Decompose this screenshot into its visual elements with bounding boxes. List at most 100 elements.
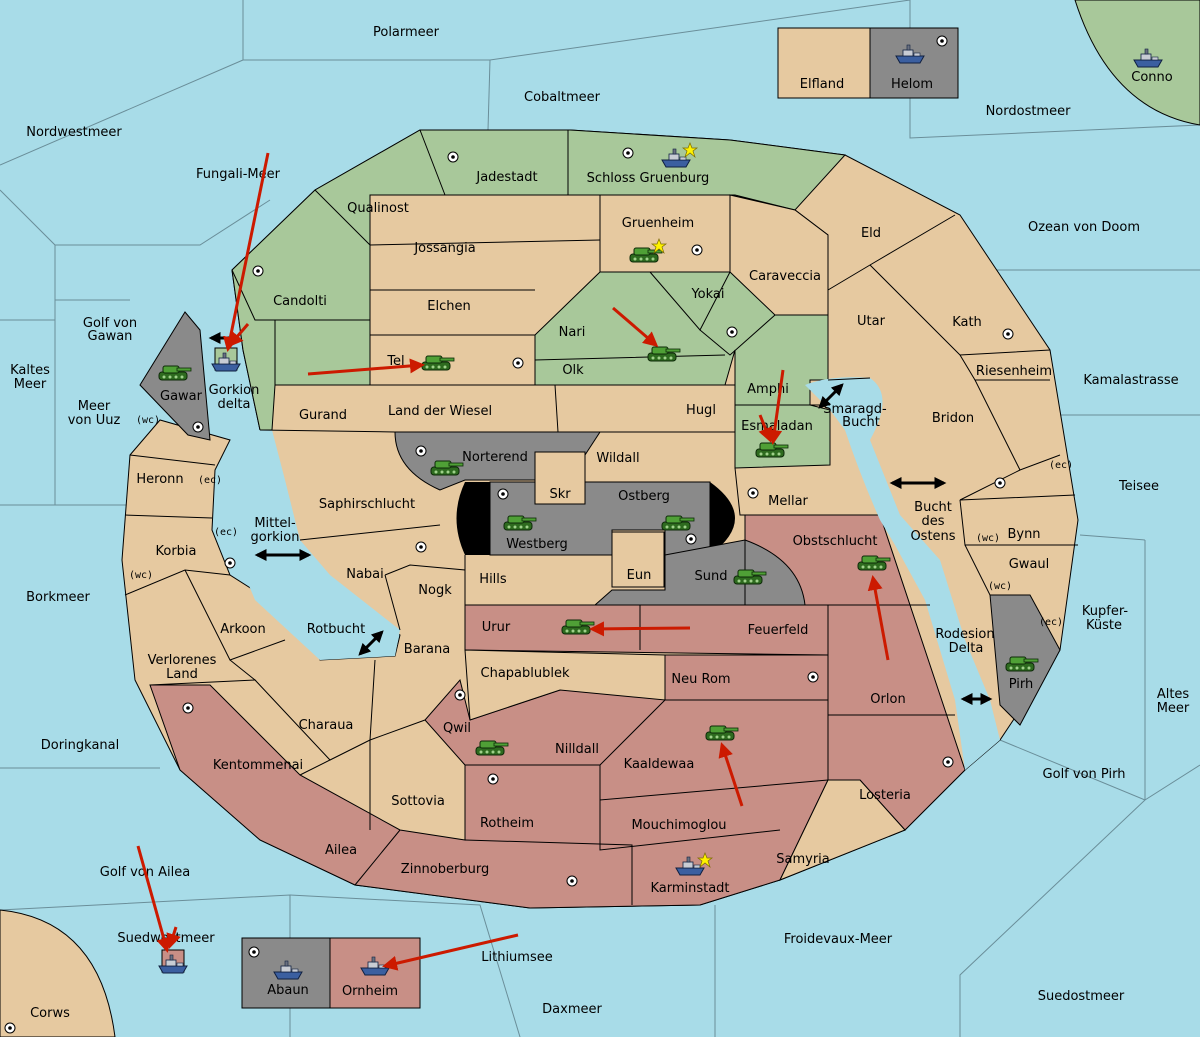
sea-rodesion-1[interactable]: Rodesion — [935, 627, 994, 642]
sea-lithiumsee[interactable]: Lithiumsee — [481, 950, 552, 965]
sea-doringkanal[interactable]: Doringkanal — [41, 738, 120, 753]
sea-altes-1[interactable]: Altes — [1157, 687, 1190, 702]
sea-golf-gawan-1[interactable]: Golf von — [83, 316, 137, 331]
corws-island[interactable] — [0, 909, 116, 1037]
sea-kamalastrasse[interactable]: Kamalastrasse — [1083, 373, 1178, 388]
tank-icon[interactable] — [661, 515, 695, 531]
coast-ec-heronn[interactable]: (ec) — [198, 475, 222, 486]
sea-borkmeer[interactable]: Borkmeer — [26, 590, 90, 605]
sea-teisee[interactable]: Teisee — [1118, 479, 1159, 494]
territory-saphirschlucht[interactable]: Saphirschlucht — [319, 497, 415, 512]
sea-golf-gawan-2[interactable]: Gawan — [88, 329, 133, 344]
sea-smaragd-2[interactable]: Bucht — [842, 415, 880, 430]
tank-icon[interactable] — [705, 725, 739, 741]
territory-eun[interactable]: Eun — [627, 568, 652, 583]
territory-barana[interactable]: Barana — [404, 642, 450, 657]
territory-qwil[interactable]: Qwil — [443, 721, 471, 736]
territory-zinnoberburg[interactable]: Zinnoberburg — [401, 862, 489, 877]
territory-yokai[interactable]: Yokai — [690, 287, 724, 302]
sea-altes-2[interactable]: Meer — [1157, 701, 1190, 716]
sea-nordostmeer[interactable]: Nordostmeer — [986, 104, 1072, 119]
territory-kath[interactable]: Kath — [952, 315, 982, 330]
territory-elchen[interactable]: Elchen — [427, 299, 470, 314]
tank-icon[interactable] — [475, 740, 509, 756]
sea-daxmeer[interactable]: Daxmeer — [542, 1002, 602, 1017]
territory-sottovia[interactable]: Sottovia — [391, 794, 445, 809]
territory-sund[interactable]: Sund — [695, 569, 728, 584]
sea-uuz-2[interactable]: von Uuz — [68, 413, 121, 428]
territory-obstschlucht[interactable]: Obstschlucht — [793, 534, 878, 549]
sea-bucht-2[interactable]: des — [921, 514, 944, 529]
territory-nari[interactable]: Nari — [559, 325, 586, 340]
coast-wc-gwaul[interactable]: (wc) — [988, 581, 1012, 592]
sea-froidevaux[interactable]: Froidevaux-Meer — [784, 932, 893, 947]
territory-wildall[interactable]: Wildall — [596, 451, 639, 466]
tank-icon[interactable] — [733, 569, 767, 585]
territory-orlon[interactable]: Orlon — [870, 692, 905, 707]
territory-gorkion-2[interactable]: delta — [218, 397, 251, 412]
sea-bucht-3[interactable]: Ostens — [910, 529, 955, 544]
territory-neu-rom[interactable]: Neu Rom — [671, 672, 730, 687]
territory-candolti[interactable]: Candolti — [273, 294, 327, 309]
territory-eld[interactable]: Eld — [861, 226, 881, 241]
territory-losteria[interactable]: Losteria — [859, 788, 911, 803]
territory-hills[interactable]: Hills — [479, 572, 507, 587]
coast-ec-korbia[interactable]: (ec) — [214, 527, 238, 538]
sea-nordwestmeer[interactable]: Nordwestmeer — [26, 125, 122, 140]
territory-urur[interactable]: Urur — [482, 620, 511, 635]
territory-verlorenes-1[interactable]: Verlorenes — [148, 653, 217, 668]
territory-land-der-wiesel[interactable]: Land der Wiesel — [388, 404, 492, 419]
territory-kaaldewaa[interactable]: Kaaldewaa — [624, 757, 695, 772]
sea-uuz-1[interactable]: Meer — [78, 399, 111, 414]
territory-qualinost[interactable]: Qualinost — [347, 201, 409, 216]
sea-mittel-1[interactable]: Mittel- — [254, 516, 296, 531]
sea-cobaltmeer[interactable]: Cobaltmeer — [524, 90, 601, 105]
territory-jossangia[interactable]: Jossangia — [413, 241, 475, 256]
sea-polarmeer[interactable]: Polarmeer — [373, 25, 440, 40]
sea-corws[interactable]: Corws — [30, 1006, 70, 1021]
territory-kentommenai[interactable]: Kentommenai — [213, 758, 303, 773]
territory-nogk[interactable]: Nogk — [418, 583, 452, 598]
territory-utar[interactable]: Utar — [857, 314, 886, 329]
tank-icon[interactable] — [647, 346, 681, 362]
territory-nabai[interactable]: Nabai — [346, 567, 384, 582]
sea-kupfer-2[interactable]: Küste — [1086, 618, 1122, 633]
tank-icon[interactable] — [755, 442, 789, 458]
sea-ozean-doom[interactable]: Ozean von Doom — [1028, 220, 1140, 235]
territory-gorkion-1[interactable]: Gorkion — [209, 383, 260, 398]
tank-icon[interactable] — [857, 555, 891, 571]
territory-rotheim[interactable]: Rotheim — [480, 816, 534, 831]
territory-feuerfeld[interactable]: Feuerfeld — [748, 623, 809, 638]
territory-nilldall[interactable]: Nilldall — [555, 742, 599, 757]
territory-gwaul[interactable]: Gwaul — [1009, 557, 1050, 572]
tank-icon[interactable] — [503, 515, 537, 531]
coast-wc-korbia[interactable]: (wc) — [129, 570, 153, 581]
sea-conno[interactable]: Conno — [1131, 70, 1173, 85]
territory-schloss-gruenburg[interactable]: Schloss Gruenburg — [587, 171, 710, 186]
territory-elfland[interactable]: Elfland — [800, 77, 844, 92]
territory-samyria[interactable]: Samyria — [776, 852, 830, 867]
territory-arkoon[interactable]: Arkoon — [220, 622, 265, 637]
territory-mouchimoglou[interactable]: Mouchimoglou — [631, 818, 726, 833]
territory-gruenheim[interactable]: Gruenheim — [622, 216, 694, 231]
territory-helom[interactable]: Helom — [891, 77, 933, 92]
territory-ostberg[interactable]: Ostberg — [618, 489, 670, 504]
sea-suedostmeer[interactable]: Suedostmeer — [1038, 989, 1125, 1004]
territory-caraveccia[interactable]: Caraveccia — [749, 269, 821, 284]
territory-bridon[interactable]: Bridon — [932, 411, 974, 426]
coast-ec-bynn[interactable]: (ec) — [1049, 460, 1073, 471]
sea-bucht-1[interactable]: Bucht — [914, 500, 952, 515]
tank-icon[interactable] — [561, 619, 595, 635]
sea-golf-pirh[interactable]: Golf von Pirh — [1043, 767, 1126, 782]
territory-riesenheim[interactable]: Riesenheim — [976, 364, 1052, 379]
coast-ec-gwaul[interactable]: (ec) — [1039, 617, 1063, 628]
territory-skr[interactable]: Skr — [549, 487, 571, 502]
territory-verlorenes-2[interactable]: Land — [166, 667, 198, 682]
territory-abaun[interactable]: Abaun — [267, 983, 309, 998]
sea-kupfer-1[interactable]: Kupfer- — [1082, 604, 1128, 619]
territory-westberg[interactable]: Westberg — [506, 537, 568, 552]
territory-jadestadt[interactable]: Jadestadt — [475, 170, 537, 185]
territory-bynn[interactable]: Bynn — [1007, 527, 1040, 542]
territory-karminstadt[interactable]: Karminstadt — [650, 881, 729, 896]
territory-heronn[interactable]: Heronn — [136, 472, 183, 487]
